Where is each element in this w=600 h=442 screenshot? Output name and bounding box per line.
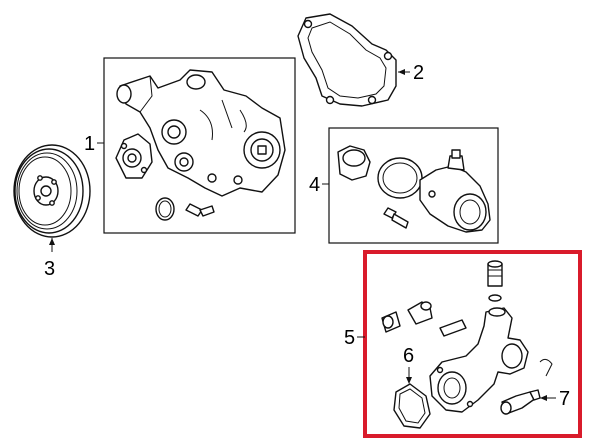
outlet-o-ring[interactable] bbox=[488, 294, 502, 302]
pump-bolt[interactable] bbox=[185, 203, 215, 217]
pump-flange[interactable] bbox=[115, 133, 153, 179]
coolant-outlet-assembly-group[interactable] bbox=[363, 250, 582, 438]
callout-6: 6 bbox=[403, 345, 414, 384]
callout-5-label: 5 bbox=[344, 327, 355, 349]
callout-2-label: 2 bbox=[413, 62, 424, 84]
outlet-plug-right[interactable] bbox=[407, 301, 433, 325]
thermostat-housing[interactable] bbox=[419, 149, 491, 233]
callout-7-label: 7 bbox=[559, 388, 570, 410]
pulley[interactable] bbox=[13, 144, 91, 238]
callout-5: 5 bbox=[344, 327, 365, 349]
thermostat-assembly-group[interactable] bbox=[328, 127, 499, 244]
hook-clip[interactable] bbox=[539, 358, 553, 377]
water-pump-frame bbox=[103, 57, 296, 234]
coolant-outlet-housing[interactable] bbox=[429, 307, 529, 413]
gasket[interactable] bbox=[297, 13, 397, 107]
water-pump-housing[interactable] bbox=[116, 69, 286, 197]
callout-2: 2 bbox=[398, 62, 424, 84]
highlight-frame bbox=[363, 250, 582, 438]
callout-3-label: 3 bbox=[44, 258, 55, 280]
thermostat-frame bbox=[328, 127, 499, 244]
callout-4: 4 bbox=[309, 174, 329, 196]
thermostat-seal[interactable] bbox=[377, 157, 423, 199]
thermostat-bolt[interactable] bbox=[383, 207, 409, 229]
retaining-clip[interactable] bbox=[439, 319, 467, 337]
thermostat[interactable] bbox=[337, 145, 371, 181]
callout-1-label: 1 bbox=[84, 133, 95, 155]
callout-1: 1 bbox=[84, 133, 104, 155]
callout-6-label: 6 bbox=[403, 345, 414, 367]
outlet-plug-left[interactable] bbox=[381, 311, 401, 333]
callout-4-label: 4 bbox=[309, 174, 320, 196]
callout-7: 7 bbox=[540, 388, 570, 410]
outlet-gasket[interactable] bbox=[393, 383, 431, 429]
outlet-fitting[interactable] bbox=[487, 260, 503, 287]
water-pump-assembly-group[interactable] bbox=[103, 57, 296, 234]
temperature-sensor[interactable] bbox=[500, 389, 541, 415]
callout-3: 3 bbox=[44, 238, 55, 280]
